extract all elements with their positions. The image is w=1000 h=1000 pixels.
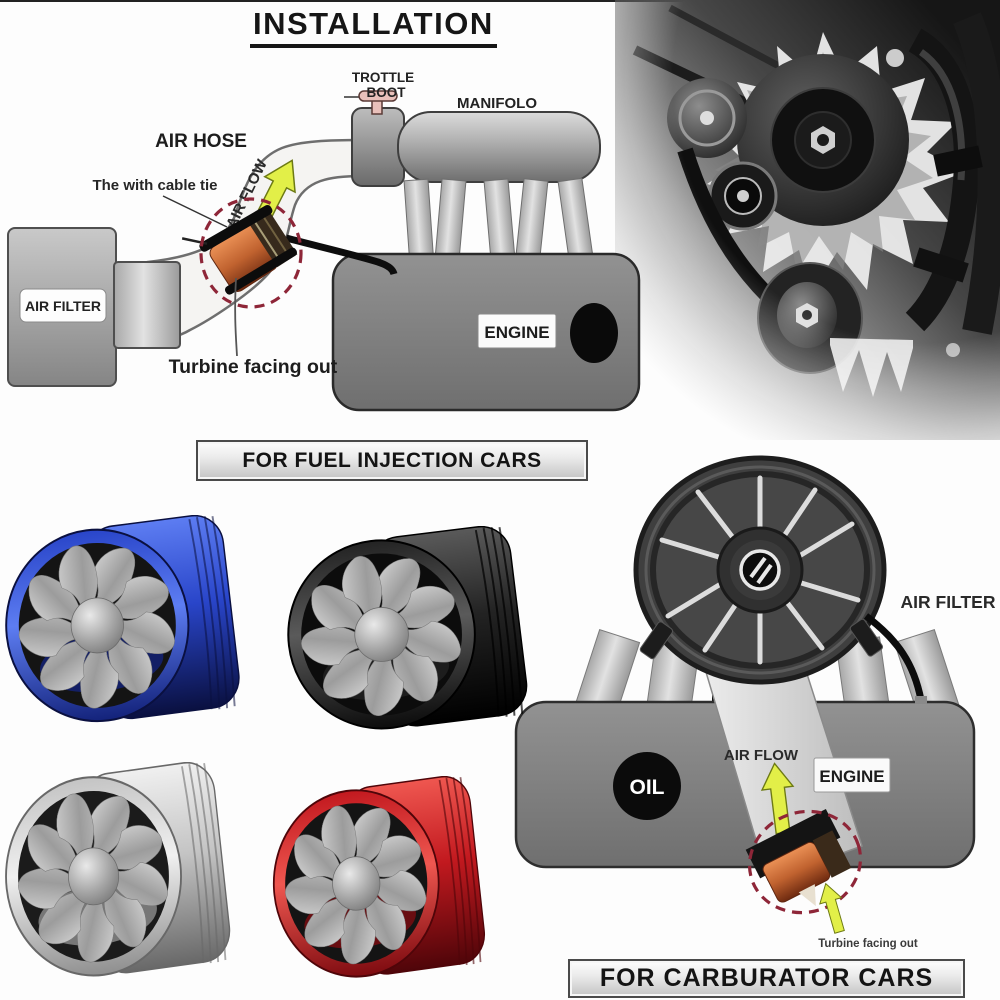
engine-label: ENGINE — [484, 323, 549, 342]
vacuum-cable — [285, 234, 398, 276]
air-hose-label: AIR HOSE — [155, 131, 247, 152]
engine-label: ENGINE — [819, 767, 884, 786]
turbine-highlight-circle — [199, 197, 303, 309]
trottle-boot-label-1: TROTTLE — [352, 70, 414, 85]
carburetor-diagram: OIL ENGINE AIR FLOW Turbine facing out — [514, 455, 996, 950]
turbine-direction-arrow — [819, 882, 845, 934]
trottle-boot-label-2: BOOT — [367, 85, 407, 100]
turbine-note: Turbine facing out — [169, 356, 338, 378]
turbine-note: Turbine facing out — [818, 938, 918, 950]
clamp — [913, 247, 969, 283]
fan-hub — [332, 856, 381, 911]
engine-photo — [615, 0, 1000, 440]
turbine-in-hose — [181, 205, 298, 295]
air-filter-label-box — [19, 288, 107, 323]
clamp — [933, 145, 983, 177]
air-filter-label: AIR FILTER — [901, 592, 996, 612]
throttle-boot — [344, 90, 398, 115]
manifold-end-cap — [351, 107, 405, 187]
product-photo-black — [284, 526, 542, 746]
engine-port — [570, 303, 618, 363]
fan-blades — [301, 556, 461, 716]
filter-spokes — [659, 475, 861, 665]
fuel-injection-diagram: AIR FILTER ENGINE — [7, 70, 641, 412]
breather-cable — [863, 613, 925, 701]
serpentine-hose — [905, 28, 980, 332]
air-filter-neck — [113, 261, 181, 349]
oil-cap — [613, 752, 681, 820]
manifold-runners — [403, 177, 594, 260]
air-filter-top-view — [633, 455, 887, 685]
fan-grooves — [188, 515, 236, 710]
carburetor-banner: FOR CARBURATOR CARS — [568, 959, 965, 998]
product-photo-silver — [2, 762, 244, 994]
oil-label: OIL — [630, 776, 665, 799]
fan-teeth — [830, 338, 913, 397]
air-flow-label: AIR FLOW — [724, 747, 799, 764]
tensioner-pulley — [708, 161, 778, 231]
turbine-in-riser — [745, 808, 852, 907]
fan-grooves — [438, 776, 482, 966]
fan-hub — [68, 847, 120, 906]
filter-clip — [639, 621, 674, 660]
fan-hub — [70, 597, 124, 654]
turbine-highlight-circle — [747, 809, 863, 915]
engine-label-box — [477, 313, 557, 349]
bolt — [946, 343, 960, 357]
cable-tie-leader-line — [162, 195, 228, 228]
cable-end — [915, 696, 927, 704]
fan-hub — [354, 607, 409, 662]
fan-blades — [18, 793, 168, 963]
fan-blades — [18, 545, 175, 709]
crank-pulley — [737, 54, 909, 226]
idler-pulley — [667, 78, 747, 158]
filter-clip — [849, 618, 884, 657]
filter-wing-bolt — [739, 549, 781, 591]
image-top-border — [0, 0, 1000, 2]
air-filter-label: AIR FILTER — [25, 298, 101, 314]
fan-grooves — [474, 526, 524, 717]
fan-blades — [285, 805, 427, 965]
photo-rod — [668, 4, 792, 76]
engine-frame — [953, 12, 1000, 335]
fuel-injection-banner: FOR FUEL INJECTION CARS — [196, 440, 588, 481]
manifold-label: MANIFOLO — [457, 95, 537, 112]
bolt — [886, 49, 904, 67]
engine-label-box — [813, 757, 891, 793]
fan-grooves — [181, 763, 227, 964]
product-photo-blue — [2, 515, 254, 739]
manifold-body — [397, 111, 601, 183]
page-title: INSTALLATION — [250, 6, 497, 48]
cable-tie-note: The with cable tie — [92, 177, 217, 194]
product-photo-red — [270, 776, 498, 994]
turbine-note-leader-line — [234, 277, 238, 357]
